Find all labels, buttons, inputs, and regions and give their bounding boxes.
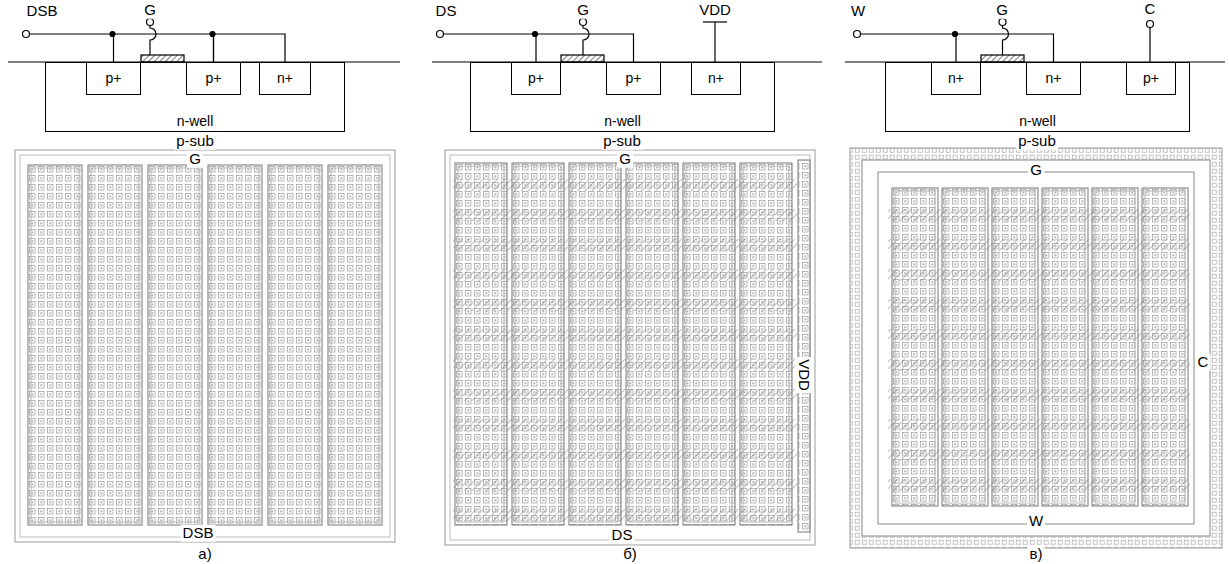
region-label: n+	[708, 71, 724, 86]
diffusion-region: n+	[691, 62, 741, 95]
layout-shape	[23, 31, 30, 38]
terminal-label: G	[575, 2, 591, 19]
layout-shape	[798, 160, 810, 532]
region-label: n-well	[1019, 114, 1056, 129]
diffusion-region: p+	[606, 62, 661, 95]
layout-shape	[141, 55, 184, 62]
terminal-label: W	[849, 3, 867, 20]
wire	[956, 34, 1054, 62]
layout-shape	[1147, 21, 1154, 28]
figure-caption: а)	[196, 546, 213, 563]
layout-shape	[445, 150, 815, 545]
region-label: p+	[106, 71, 122, 86]
wire	[536, 34, 634, 62]
terminal-label: G	[994, 2, 1010, 19]
layout-pin-label: G	[187, 151, 203, 168]
terminal-label: DS	[434, 3, 459, 20]
layout-shape	[981, 55, 1024, 62]
layout-shape	[854, 31, 861, 38]
layout-shape	[28, 165, 82, 525]
region-label: p-sub	[1016, 133, 1058, 150]
diffusion-region: n+	[931, 62, 981, 95]
layout-shape	[580, 19, 587, 26]
layout-pin-label: W	[1027, 513, 1045, 530]
diffusion-region: p+	[86, 62, 141, 95]
layout-shape	[862, 160, 1210, 536]
layout-shape	[148, 165, 202, 525]
region-label: p-sub	[174, 133, 216, 150]
figure-caption: в)	[1028, 546, 1045, 563]
cross-section	[8, 19, 400, 63]
layout-shape	[453, 165, 797, 523]
layout-shape	[268, 165, 322, 525]
figure-caption: б)	[621, 546, 639, 563]
layout-pin-label: C	[1196, 354, 1211, 371]
layout-view	[15, 150, 395, 542]
diffusion-region: n+	[1026, 62, 1081, 95]
layout-shape	[583, 26, 589, 56]
diffusion-region: p+	[1126, 62, 1176, 95]
region-label: n-well	[604, 114, 641, 129]
layout-pin-label: DSB	[181, 525, 216, 542]
layout-shape	[150, 26, 156, 56]
layout-shape	[999, 19, 1006, 26]
layout-pin-label: G	[1028, 162, 1044, 179]
region-label: n+	[1046, 71, 1062, 86]
cross-section	[845, 19, 1225, 63]
layout-pin-label: VDD	[796, 357, 813, 393]
region-label: p+	[1143, 71, 1159, 86]
layout-view	[445, 150, 815, 545]
diffusion-region: n+	[259, 62, 311, 95]
cross-section	[432, 19, 822, 63]
layout-shape	[15, 150, 395, 542]
region-label: n-well	[177, 114, 214, 129]
well-region: n-well p+ p+ n+	[45, 62, 345, 132]
layout-view	[850, 148, 1222, 548]
layout-shape	[878, 172, 1194, 524]
region-label: p+	[528, 71, 544, 86]
layout-shape	[437, 31, 444, 38]
layout-shape	[1003, 26, 1009, 56]
layout-shape	[147, 19, 154, 26]
wire	[214, 34, 286, 62]
layout-shape	[30, 33, 113, 34]
layout-shape	[20, 155, 390, 537]
well-region: n-well p+ p+ n+	[470, 62, 775, 132]
terminal-label: C	[1143, 1, 1158, 18]
terminal-label: VDD	[697, 2, 733, 19]
region-label: p-sub	[601, 133, 643, 150]
layout-shape	[714, 22, 715, 62]
layout-pin-label: G	[617, 151, 633, 168]
terminal-label: G	[142, 2, 158, 19]
wire	[114, 34, 214, 62]
diffusion-region: p+	[186, 62, 241, 95]
layout-shape	[861, 33, 956, 34]
layout-shape	[208, 165, 262, 525]
layout-shape	[561, 55, 604, 62]
layout-shape	[888, 190, 1190, 504]
layout-shape	[450, 155, 810, 540]
layout-pin-label: DS	[610, 527, 635, 544]
layout-shape	[328, 165, 382, 525]
layout-shape	[444, 33, 536, 34]
region-label: n+	[948, 71, 964, 86]
terminal-label: DSB	[25, 3, 60, 20]
region-label: n+	[277, 71, 293, 86]
layout-shape	[88, 165, 142, 525]
region-label: p+	[626, 71, 642, 86]
region-label: p+	[206, 71, 222, 86]
layout-shape	[850, 148, 1222, 548]
layout-shape	[1149, 28, 1150, 63]
well-region: n-well n+ n+ p+	[885, 62, 1190, 132]
diffusion-region: p+	[511, 62, 561, 95]
